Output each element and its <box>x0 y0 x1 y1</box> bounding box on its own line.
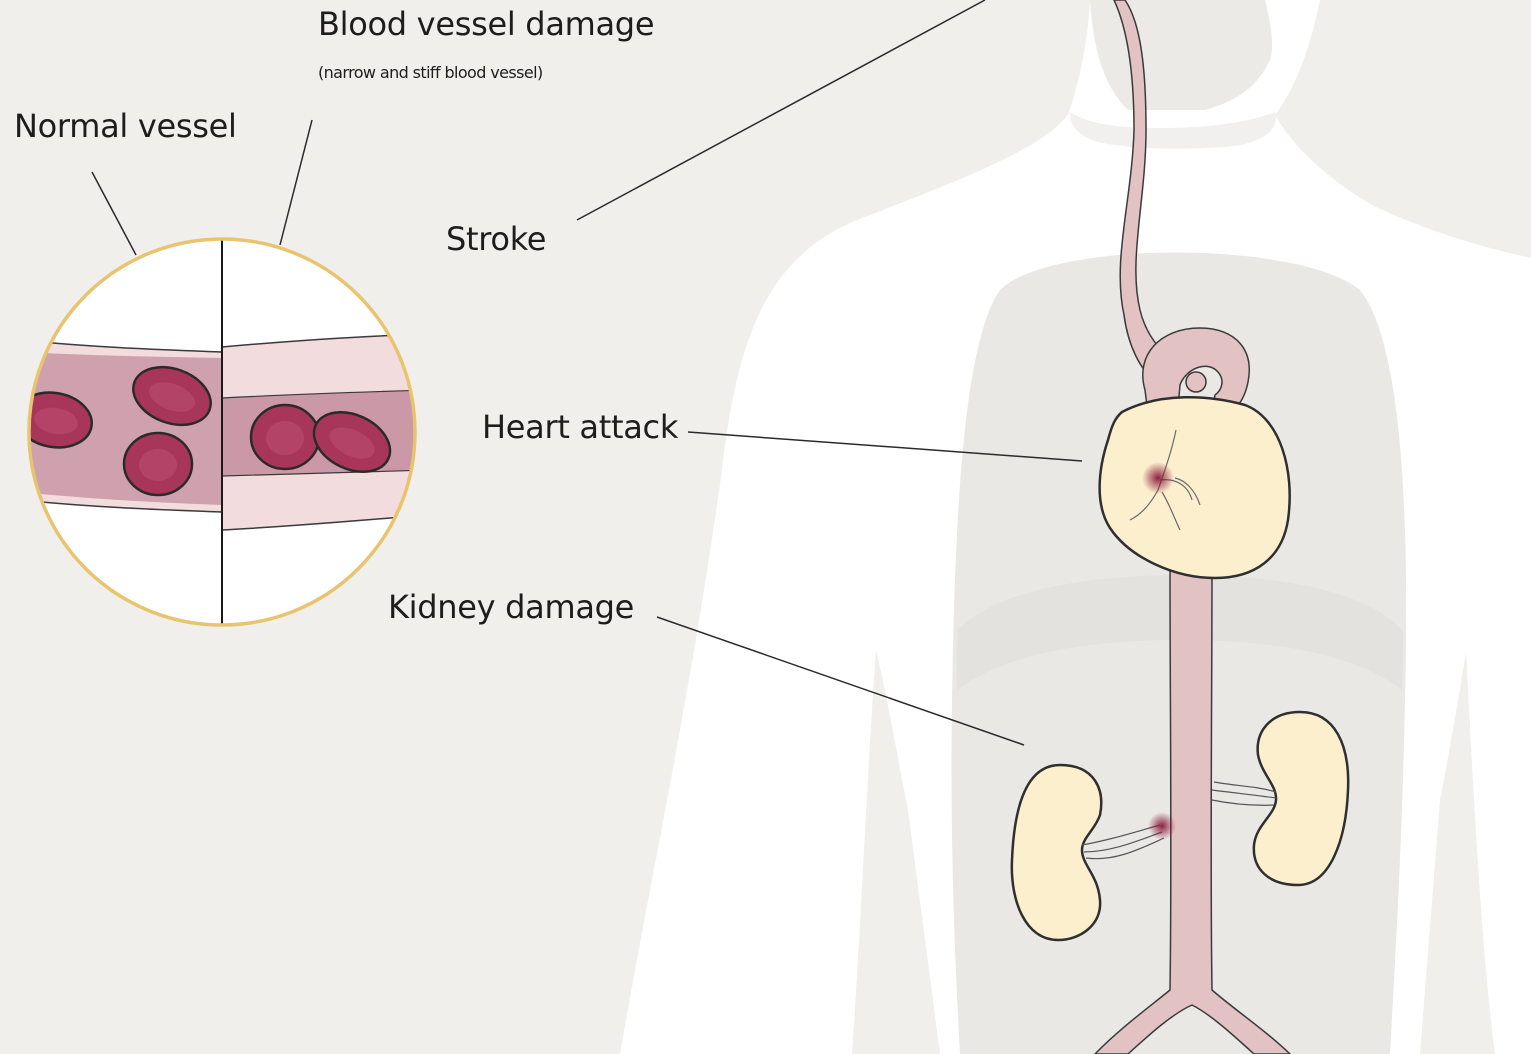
blood-vessel-damage-note: (narrow and stiff blood vessel) <box>318 63 543 82</box>
damaged-vessel-leader <box>280 120 312 245</box>
heart-damage-mark <box>1142 462 1174 494</box>
normal-vessel-leader <box>92 172 136 255</box>
heart-attack-label: Heart attack <box>482 408 678 446</box>
kidney-damage-label: Kidney damage <box>388 588 634 626</box>
blood-vessel-damage-label: Blood vessel damage <box>318 5 654 43</box>
vessel-inset <box>12 239 430 625</box>
stroke-label: Stroke <box>446 220 546 258</box>
normal-vessel-label: Normal vessel <box>14 107 237 145</box>
kidney-damage-mark <box>1148 812 1176 840</box>
